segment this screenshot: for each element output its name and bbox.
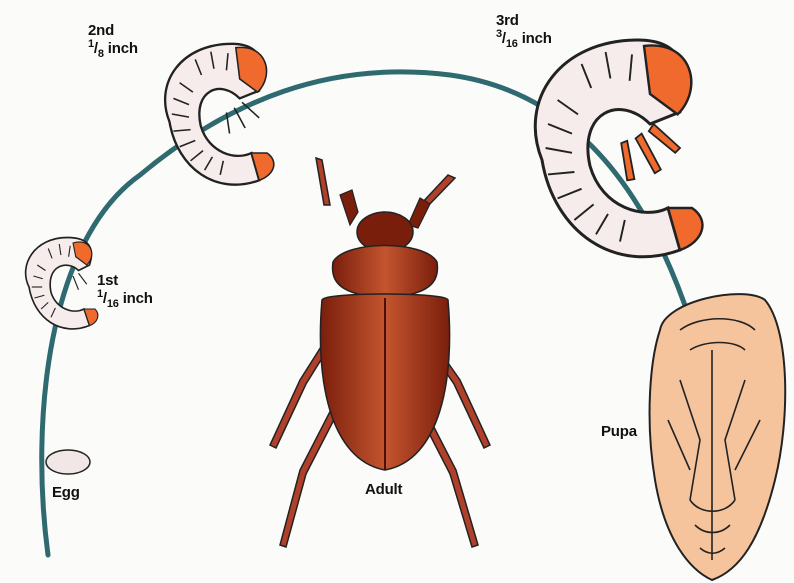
second-instar-label: 2nd 1/8 inch — [88, 22, 138, 58]
first-size-denominator: 16 — [107, 298, 119, 310]
egg-label: Egg — [52, 484, 80, 502]
second-size-numerator: 1 — [88, 38, 94, 50]
second-size-denominator: 8 — [98, 48, 104, 60]
first-instar-larva — [26, 238, 98, 329]
third-size-numerator: 3 — [496, 28, 502, 40]
first-size-numerator: 1 — [97, 288, 103, 300]
third-size-unit: inch — [522, 30, 552, 47]
adult-label: Adult — [365, 481, 402, 499]
second-instar-larva — [165, 44, 274, 185]
first-stage-size: 1/16 inch — [97, 290, 153, 308]
third-instar-label: 3rd 3/16 inch — [496, 12, 552, 48]
third-stage-name: 3rd — [496, 12, 552, 30]
third-size-denominator: 16 — [506, 38, 518, 50]
first-instar-label: 1st 1/16 inch — [97, 272, 153, 308]
first-size-unit: inch — [123, 290, 153, 307]
second-size-unit: inch — [108, 40, 138, 57]
third-instar-larva — [535, 40, 702, 257]
egg-illustration — [46, 450, 90, 474]
first-stage-name: 1st — [97, 272, 153, 290]
second-stage-name: 2nd — [88, 22, 138, 40]
pupa-illustration — [650, 294, 786, 580]
pupa-label: Pupa — [601, 423, 637, 441]
third-stage-size: 3/16 inch — [496, 30, 552, 48]
second-stage-size: 1/8 inch — [88, 40, 138, 58]
